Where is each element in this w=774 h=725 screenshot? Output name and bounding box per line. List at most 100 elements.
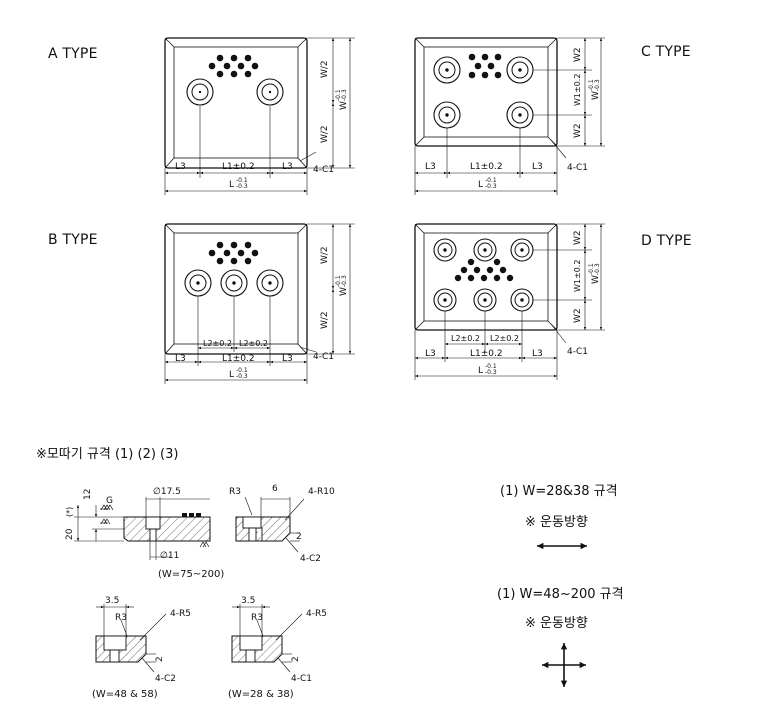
svg-text:-0.3: -0.3	[341, 275, 348, 287]
svg-text:W: W	[339, 101, 349, 110]
dims-a	[164, 37, 355, 195]
svg-text:L: L	[478, 180, 483, 190]
spec-note-1: (1) W=28&38 규격	[500, 484, 618, 499]
bolt-hole	[256, 78, 284, 106]
svg-text:W2: W2	[573, 230, 583, 245]
svg-text:W1±0.2: W1±0.2	[573, 74, 582, 106]
bolt-hole	[506, 101, 534, 129]
svg-text:-0.3: -0.3	[485, 183, 497, 190]
bolt-hole	[510, 238, 534, 262]
svg-text:-0.3: -0.3	[236, 373, 248, 380]
svg-text:L2±0.2: L2±0.2	[239, 339, 268, 348]
section-detail-3	[231, 604, 303, 673]
svg-text:4-C1: 4-C1	[313, 165, 334, 175]
svg-text:-0.1: -0.1	[485, 177, 497, 184]
section-detail-1	[74, 496, 305, 560]
dim-text-d: L2±0.2 L2±0.2 L3 L1±0.2 L3 L -0.1 -0.3 W…	[425, 230, 601, 376]
svg-text:-0.1: -0.1	[236, 367, 248, 374]
svg-text:L3: L3	[282, 354, 293, 364]
section-detail-2-text: 3.5 R3 4-R5 2 4-C2 (W=48 & 58)	[92, 596, 191, 700]
dim-text-b: L2±0.2 L2±0.2 L3 L1±0.2 L3 L -0.1 -0.3 W…	[175, 246, 349, 380]
svg-text:W2: W2	[573, 47, 583, 62]
svg-text:2: 2	[155, 656, 165, 662]
svg-text:W: W	[591, 91, 601, 100]
type-d-label: D TYPE	[641, 233, 692, 249]
svg-text:-0.3: -0.3	[594, 263, 601, 275]
svg-text:L3: L3	[532, 349, 543, 359]
dim-text-a: L3 L1±0.2 L3 L -0.1 -0.3 W/2 W/2 W -0.1 …	[175, 60, 349, 190]
spec-note-2: (1) W=48~200 규격	[497, 587, 624, 602]
svg-text:L1±0.2: L1±0.2	[222, 162, 255, 172]
svg-text:L2±0.2: L2±0.2	[203, 339, 232, 348]
bolt-hole	[433, 288, 457, 312]
dim-text-c: L3 L1±0.2 L3 L -0.1 -0.3 W2 W1±0.2 W2 W …	[425, 47, 601, 190]
direction-note-2: ※ 운동방향	[525, 616, 588, 631]
dims-c	[414, 37, 605, 195]
section-detail-1-text: 20 (*) 12 G ∅17.5 ∅11 (W=75~200) R3 6 4-…	[65, 484, 335, 580]
type-a-label: A TYPE	[48, 46, 98, 62]
svg-text:L1±0.2: L1±0.2	[222, 354, 255, 364]
bolt-hole	[510, 288, 534, 312]
svg-text:(W=48 & 58): (W=48 & 58)	[92, 689, 158, 700]
svg-text:W: W	[339, 287, 349, 296]
direction-note-1: ※ 운동방향	[525, 515, 588, 530]
plate-c	[414, 37, 558, 147]
svg-text:2: 2	[291, 656, 301, 662]
svg-text:4-C1: 4-C1	[313, 352, 334, 362]
svg-text:L3: L3	[175, 354, 186, 364]
svg-text:L2±0.2: L2±0.2	[451, 334, 480, 343]
svg-text:4-C1: 4-C1	[567, 347, 588, 357]
graphite-plug-pattern	[468, 53, 502, 79]
svg-text:L: L	[229, 370, 234, 380]
svg-text:L1±0.2: L1±0.2	[470, 162, 503, 172]
section-detail-2	[95, 604, 167, 673]
plate-b	[164, 223, 308, 355]
svg-text:L3: L3	[175, 162, 186, 172]
graphite-plug-pattern	[208, 54, 259, 78]
svg-text:L3: L3	[532, 162, 543, 172]
svg-text:-0.3: -0.3	[341, 89, 348, 101]
svg-text:20: 20	[65, 528, 75, 540]
dims-d	[414, 223, 605, 380]
svg-text:4-C2: 4-C2	[300, 554, 321, 564]
svg-text:(W=28 & 38): (W=28 & 38)	[228, 689, 294, 700]
svg-text:W/2: W/2	[320, 246, 330, 264]
svg-text:-0.1: -0.1	[335, 89, 342, 101]
svg-text:W/2: W/2	[320, 60, 330, 78]
svg-text:∅17.5: ∅17.5	[153, 487, 181, 497]
graphite-plug-pattern	[454, 258, 514, 282]
svg-text:4-R10: 4-R10	[308, 487, 335, 497]
svg-text:W1±0.2: W1±0.2	[573, 260, 582, 292]
plate-d	[414, 223, 558, 331]
svg-text:R3: R3	[229, 487, 241, 497]
bolt-hole	[186, 78, 214, 106]
svg-text:-0.1: -0.1	[335, 275, 342, 287]
svg-text:4-R5: 4-R5	[170, 609, 191, 619]
svg-text:R3: R3	[115, 613, 127, 623]
svg-text:-0.1: -0.1	[588, 79, 595, 91]
svg-text:4-R5: 4-R5	[306, 609, 327, 619]
svg-text:-0.1: -0.1	[588, 263, 595, 275]
svg-text:-0.1: -0.1	[485, 363, 497, 370]
dims-b	[164, 223, 355, 384]
bolt-hole	[184, 269, 212, 297]
svg-text:W/2: W/2	[320, 311, 330, 329]
svg-text:6: 6	[272, 484, 278, 494]
bolt-hole	[473, 238, 497, 262]
bolt-hole	[433, 238, 457, 262]
svg-text:(*): (*)	[65, 507, 74, 517]
svg-text:W/2: W/2	[320, 125, 330, 143]
svg-text:4-C1: 4-C1	[567, 163, 588, 173]
svg-text:-0.3: -0.3	[485, 369, 497, 376]
bolt-hole	[220, 269, 248, 297]
svg-text:-0.3: -0.3	[236, 183, 248, 190]
svg-text:L3: L3	[282, 162, 293, 172]
bolt-hole	[433, 101, 461, 129]
svg-text:4-C2: 4-C2	[155, 674, 176, 684]
surface-finish-symbol	[100, 504, 210, 548]
bolt-hole	[473, 288, 497, 312]
type-c-label: C TYPE	[641, 44, 691, 60]
svg-text:12: 12	[83, 489, 93, 500]
type-b-label: B TYPE	[48, 232, 98, 248]
svg-text:4-C1: 4-C1	[291, 674, 312, 684]
